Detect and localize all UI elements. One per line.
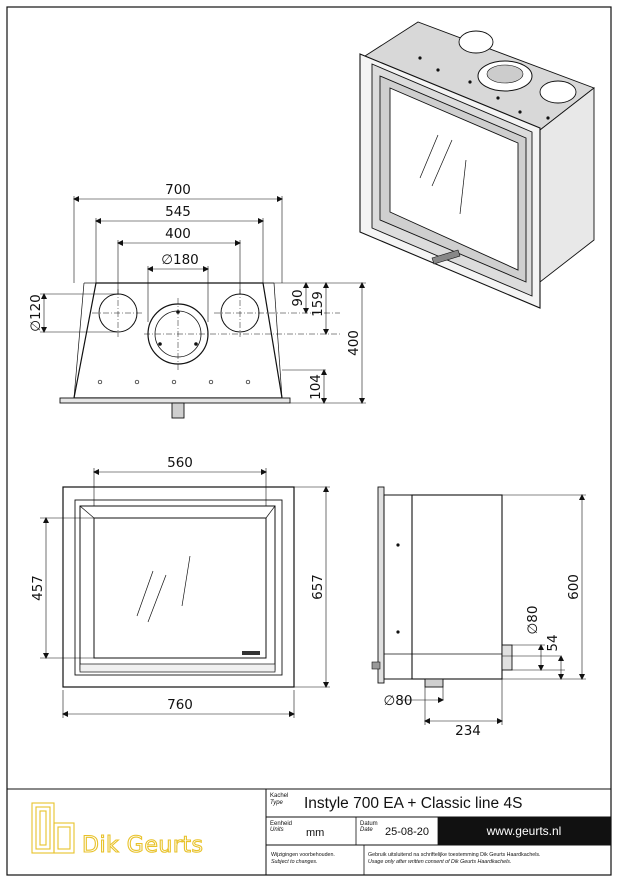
bottom-rail [79,663,276,673]
side-bottom-connector [424,678,444,688]
logo-text: Dik Geurts [82,833,203,858]
side-view: 600 ∅80 54 ∅80 234 [371,486,586,739]
front-screw [245,379,251,385]
dim-height-90: 90 [290,289,306,306]
glass-front-view: 560 760 457 657 [30,455,330,718]
side-front-plate [377,486,385,684]
front-bottom-plate [59,397,291,404]
date-label-nl: Datum [360,821,378,827]
iso-screw [436,68,440,72]
brand-plate [242,651,260,655]
front-screw [208,379,214,385]
date-label-en: Date [360,827,373,833]
glass-reflection-2 [147,574,167,623]
dim-height-400: 400 [346,330,362,356]
dim-height-104: 104 [308,374,324,400]
iso-screw [418,56,422,60]
dim-width-760: 760 [167,697,193,713]
glass-reflection-1 [136,570,154,617]
dim-width-545: 545 [165,204,191,220]
door-glass [93,517,267,659]
type-label-en: Type [270,800,284,806]
dim-height-600: 600 [566,574,582,600]
title-block: Dik Geurts Kachel Type Instyle 700 EA + … [7,788,611,875]
type-label-nl: Kachel [270,793,288,799]
side-door [383,494,413,680]
front-screw [171,379,177,385]
glass-reflection-3 [181,555,191,607]
product-name: Instyle 700 EA + Classic line 4S [304,795,522,812]
iso-glass [389,87,519,271]
front-screw [97,379,103,385]
sheet-border [6,6,612,876]
dim-width-560: 560 [167,455,193,471]
dim-dia-80-bottom: ∅80 [384,693,413,709]
dim-dia-180: ∅180 [161,252,199,268]
dim-dia-80-vertical: ∅80 [525,606,541,635]
iso-top-hole-right [539,80,577,104]
side-rear-connector [501,644,513,671]
dim-height-54: 54 [545,634,561,651]
dik-geurts-logo: Dik Geurts [31,802,204,859]
iso-top-hole-left [458,30,494,54]
note-changes-en: Subject to changes. [271,859,318,865]
iso-screw [518,110,522,114]
date-value: 25-08-20 [385,826,429,838]
note-changes-nl: Wijzigingen voorbehouden. [271,852,335,858]
iso-top-hole-center-inner [486,64,524,84]
front-view: 700 545 400 ∅180 ∅120 90 159 400 104 [28,182,366,419]
side-foot [371,661,381,670]
frame-inner [74,499,283,676]
unit-value: mm [306,827,324,839]
isometric-view [359,21,595,309]
dim-width-700: 700 [165,182,191,198]
iso-glass-reflection-1 [419,134,439,179]
website-box [438,817,611,845]
dim-width-400: 400 [165,226,191,242]
dim-height-159: 159 [310,291,326,317]
iso-screw [546,116,550,120]
iso-glass-reflection-3 [459,159,467,215]
note-usage-en: Usage only after written consent of Dik … [368,859,511,865]
front-spigot [171,402,185,419]
unit-label-en: Units [270,827,284,833]
side-body [411,494,503,680]
front-screw [134,379,140,385]
iso-screw [496,96,500,100]
note-usage-nl: Gebruik uitsluitend na schriftelijke toe… [368,852,541,858]
iso-glass-reflection-2 [431,139,453,187]
dim-dia-120: ∅120 [28,294,44,332]
website-link[interactable]: www.geurts.nl [486,824,562,838]
dim-depth-234: 234 [455,723,481,739]
iso-handle [431,249,461,265]
iso-screw [468,80,472,84]
dim-height-457: 457 [30,575,46,601]
dim-height-657: 657 [310,574,326,600]
unit-label-nl: Eenheid [270,821,292,827]
